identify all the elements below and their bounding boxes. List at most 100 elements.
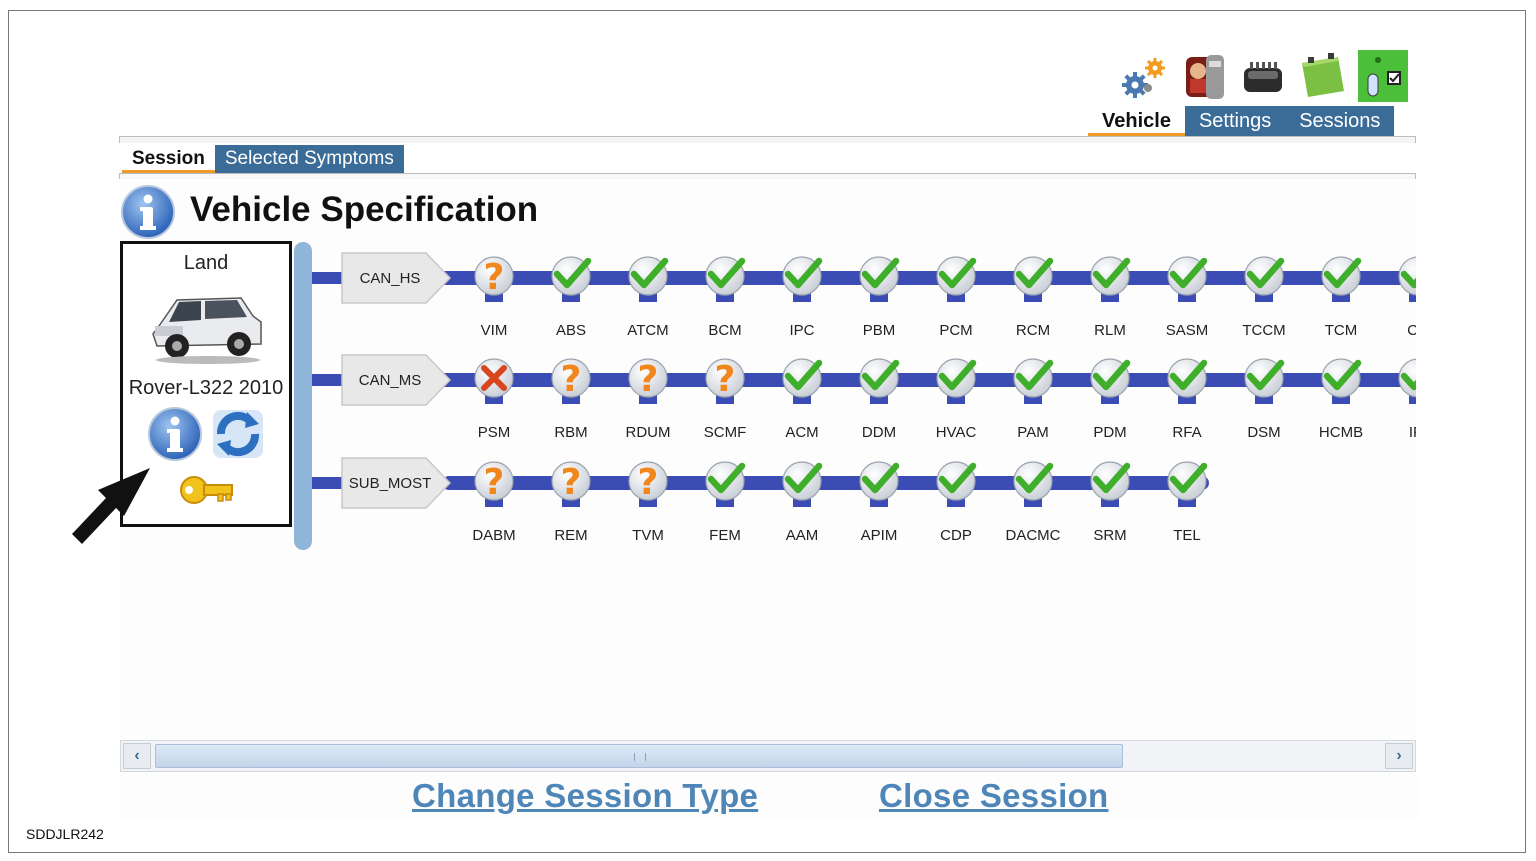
close-session-link[interactable]: Close Session [879, 777, 1109, 814]
status-ok-icon [938, 359, 977, 391]
module-hcmb[interactable]: HCMB [1319, 358, 1363, 441]
chevron-left-icon[interactable]: ‹ [123, 743, 151, 769]
module-label: CDP [940, 527, 972, 544]
module-rbm[interactable]: ?RBM [551, 358, 591, 441]
module-dabm[interactable]: ?DABM [472, 461, 516, 544]
module-label: RLM [1094, 322, 1126, 339]
status-ok-icon [707, 257, 746, 289]
tab-sessions[interactable]: Sessions [1285, 106, 1395, 136]
module-sasm[interactable]: SASM [1166, 256, 1209, 339]
figure-frame [8, 10, 1526, 853]
gears-icon[interactable] [1118, 50, 1168, 102]
module-label: ABS [556, 322, 586, 339]
module-acm[interactable]: ACM [782, 358, 823, 441]
module-node [474, 461, 514, 501]
status-unknown-icon: ? [561, 462, 582, 503]
status-unknown-icon: ? [561, 359, 582, 400]
module-ipi[interactable]: IPI [1398, 358, 1416, 441]
module-label: PAM [1017, 424, 1048, 441]
module-psm[interactable]: PSM [474, 358, 514, 441]
status-ok-icon [1092, 462, 1131, 494]
module-node [705, 358, 745, 398]
bus-label: CAN_HS [360, 270, 421, 287]
scroll-thumb[interactable] [155, 744, 1123, 768]
module-rdum[interactable]: ?RDUM [626, 358, 671, 441]
flash-status-icon[interactable] [1358, 50, 1408, 102]
vci-device-icon[interactable] [1238, 50, 1288, 102]
module-pam[interactable]: PAM [1013, 358, 1054, 441]
bus-stub [312, 272, 346, 284]
module-label: VIM [481, 322, 508, 339]
technician-icon[interactable] [1178, 50, 1228, 102]
status-ok-icon [784, 359, 823, 391]
module-tccm[interactable]: TCCM [1242, 256, 1286, 339]
status-unknown-icon: ? [638, 359, 659, 400]
module-rcm[interactable]: RCM [1013, 256, 1054, 339]
module-label: SRM [1093, 527, 1126, 544]
tab-session[interactable]: Session [122, 145, 215, 173]
module-cdp[interactable]: CDP [936, 461, 977, 544]
status-unknown-icon: ? [715, 359, 736, 400]
module-node [628, 461, 668, 501]
bus-can-hs: CAN_HS? VIM ABS ATCM BCM IPC PBM PCM RCM RLM SASM T… [312, 252, 1416, 339]
toolbar [1118, 46, 1408, 102]
vehicle-refresh-icon[interactable] [211, 408, 265, 460]
module-ddm[interactable]: DDM [859, 358, 900, 441]
status-unknown-icon: ? [484, 257, 505, 298]
scroll-grip-icon [634, 753, 646, 761]
module-hvac[interactable]: HVAC [936, 358, 977, 441]
module-tel[interactable]: TEL [1167, 461, 1208, 544]
status-ok-icon [1246, 257, 1285, 289]
module-label: TVM [632, 527, 664, 544]
module-dacmc[interactable]: DACMC [1006, 461, 1061, 544]
module-rfa[interactable]: RFA [1167, 358, 1208, 441]
battery-icon[interactable] [1298, 50, 1348, 102]
module-dsm[interactable]: DSM [1244, 358, 1285, 441]
status-ok-icon [553, 257, 592, 289]
module-pcm[interactable]: PCM [936, 256, 977, 339]
vehicle-make: Land [183, 252, 229, 274]
horizontal-scrollbar[interactable]: ‹ › [120, 740, 1416, 772]
bus-stub [312, 477, 346, 489]
module-abs[interactable]: ABS [551, 256, 592, 339]
module-label: PSM [478, 424, 511, 441]
vehicle-info-button[interactable] [147, 406, 203, 462]
module-label: FEM [709, 527, 741, 544]
module-rem[interactable]: ?REM [551, 461, 591, 544]
network-diagram: CAN_HS? VIM ABS ATCM BCM IPC PBM PCM RCM RLM SASM T… [312, 252, 1416, 544]
bus-stub [312, 374, 346, 386]
module-tvm[interactable]: ? TVM [628, 461, 668, 544]
tab-vehicle[interactable]: Vehicle [1088, 106, 1185, 136]
module-ipc[interactable]: IPC [782, 256, 823, 339]
module-pbm[interactable]: PBM [859, 256, 900, 339]
module-cc[interactable]: CC [1398, 256, 1416, 339]
tab-selected-symptoms[interactable]: Selected Symptoms [214, 145, 404, 173]
module-bcm[interactable]: BCM [705, 256, 746, 339]
info-icon [120, 184, 176, 240]
module-srm[interactable]: SRM [1090, 461, 1131, 544]
module-label: APIM [861, 527, 898, 544]
module-node [474, 256, 514, 296]
module-tcm[interactable]: TCM [1321, 256, 1362, 339]
figure-code: SDDJLR242 [26, 826, 104, 842]
status-ok-icon [1323, 257, 1362, 289]
chevron-right-icon[interactable]: › [1385, 743, 1413, 769]
module-atcm[interactable]: ATCM [627, 256, 669, 339]
status-ok-icon [1400, 372, 1416, 391]
module-vim[interactable]: ? VIM [474, 256, 514, 339]
action-bar [119, 774, 1418, 820]
tab-settings[interactable]: Settings [1184, 106, 1286, 136]
module-fem[interactable]: FEM [705, 461, 746, 544]
callout-arrow-icon [66, 466, 152, 550]
status-ok-icon [1400, 270, 1416, 289]
change-session-type-link[interactable]: Change Session Type [412, 777, 759, 814]
module-scmf[interactable]: ?SCMF [704, 358, 747, 441]
status-ok-icon [938, 462, 977, 494]
module-aam[interactable]: AAM [782, 461, 823, 544]
module-label: DABM [472, 527, 515, 544]
module-apim[interactable]: APIM [859, 461, 900, 544]
module-rlm[interactable]: RLM [1090, 256, 1131, 339]
module-pdm[interactable]: PDM [1090, 358, 1131, 441]
module-node [628, 358, 668, 398]
status-unknown-icon: ? [638, 462, 659, 503]
